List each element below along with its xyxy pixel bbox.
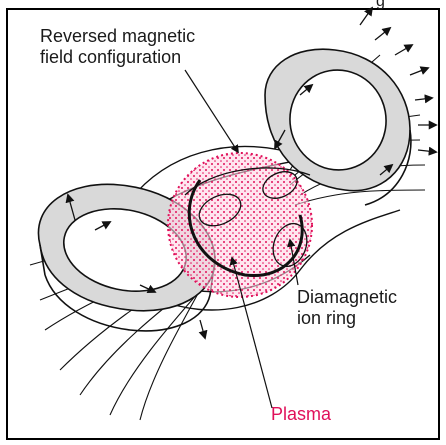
plasma-label: Plasma	[271, 404, 331, 425]
reversed-field-label-line2: field configuration	[40, 47, 195, 68]
diamagnetic-ring-label-line1: Diamagnetic	[297, 287, 397, 308]
diamagnetic-ring-label-line2: ion ring	[297, 308, 397, 329]
reversed-field-label: Reversed magnetic field configuration	[40, 26, 195, 68]
diamagnetic-ring-label: Diamagnetic ion ring	[297, 287, 397, 329]
reversed-field-label-line1: Reversed magnetic	[40, 26, 195, 47]
clipped-label-fragment: g	[376, 0, 385, 12]
